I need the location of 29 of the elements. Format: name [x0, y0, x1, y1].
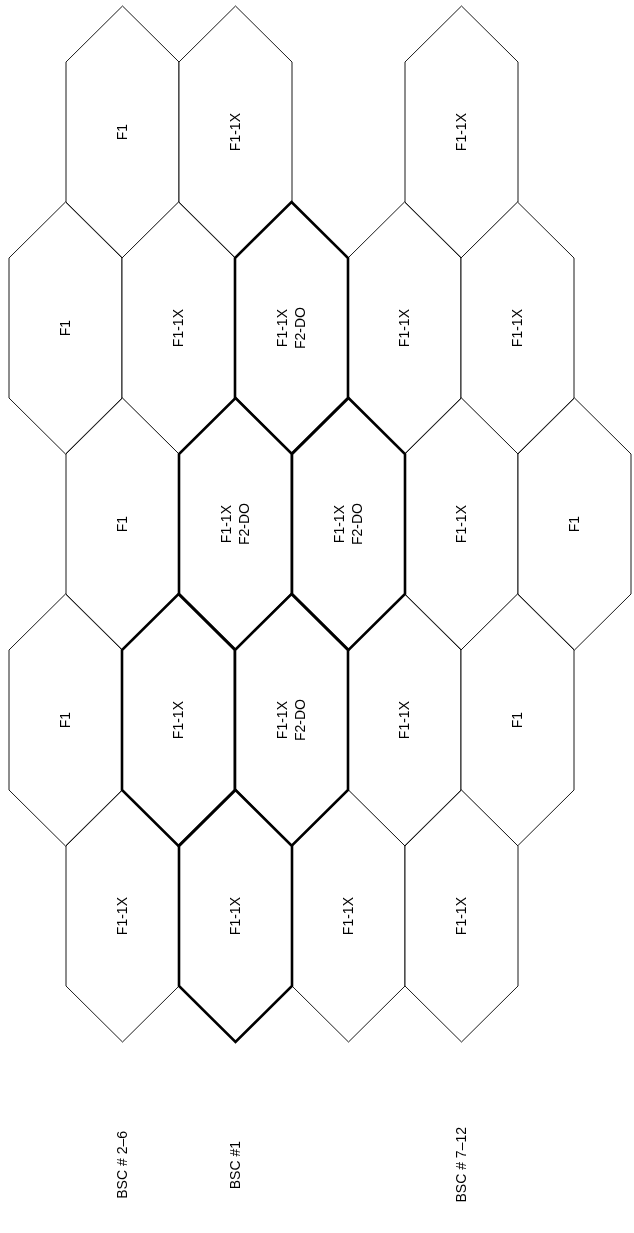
bsc-label: BSC # 7–12: [453, 1127, 469, 1203]
channel-label: F2-DO: [292, 307, 308, 349]
channel-label: F2-DO: [349, 503, 365, 545]
channel-label: F2-DO: [236, 503, 252, 545]
channel-label: F1-1X: [170, 700, 186, 740]
channel-label: F1-1X: [331, 504, 347, 544]
channel-label: F1: [57, 711, 73, 729]
channel-label: F1-1X: [274, 308, 290, 348]
channel-label: F1-1X: [274, 700, 290, 740]
channel-label: F1-1X: [453, 504, 469, 544]
channel-label: F1-1X: [218, 504, 234, 544]
channel-label: F1-1X: [396, 308, 412, 348]
channel-label: F2-DO: [292, 699, 308, 741]
channel-label: F1: [566, 515, 582, 533]
channel-label: F1-1X: [453, 112, 469, 152]
bsc-label: BSC # 2–6: [114, 1131, 130, 1199]
channel-label: F1: [57, 319, 73, 337]
channel-label: F1: [114, 123, 130, 141]
channel-label: F1-1X: [227, 112, 243, 152]
channel-label: F1-1X: [114, 896, 130, 936]
channel-label: F1-1X: [170, 308, 186, 348]
channel-label: F1-1X: [396, 700, 412, 740]
channel-label: F1: [114, 515, 130, 533]
channel-label: F1: [509, 711, 525, 729]
channel-label: F1-1X: [453, 896, 469, 936]
channel-label: F1-1X: [227, 896, 243, 936]
channel-label: F1-1X: [509, 308, 525, 348]
channel-label: F1-1X: [340, 896, 356, 936]
bsc-label: BSC #1: [227, 1140, 243, 1190]
